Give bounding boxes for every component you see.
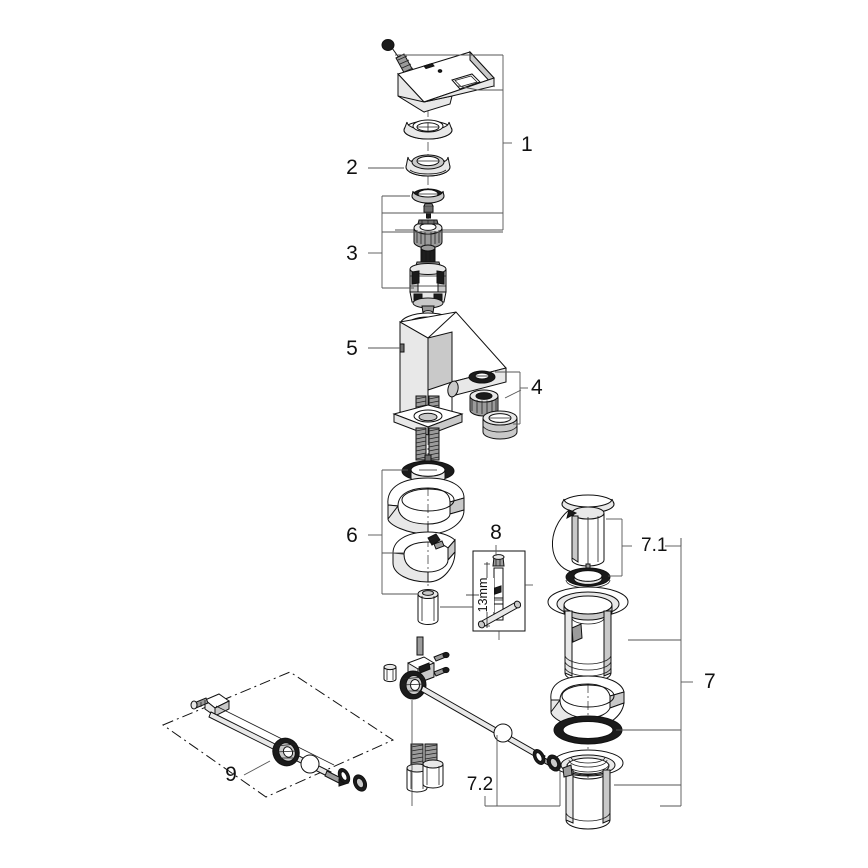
dimension-label-13mm: 13mm xyxy=(476,578,490,613)
part-waste-flange-body xyxy=(547,586,629,683)
callout-bracket-7-2 xyxy=(411,700,561,807)
rotation-arrow-stopper xyxy=(552,509,578,573)
part-group-liftrod-kit: 9 xyxy=(161,671,395,798)
part-fixing-bracket-lower xyxy=(392,531,456,583)
part-rod-seal-washers xyxy=(532,749,562,772)
part-rod-nut-small xyxy=(383,663,397,683)
dimension-13mm xyxy=(466,562,494,628)
callout-bracket-6 xyxy=(368,469,418,595)
part-group-lever-handle: 1 xyxy=(381,39,533,231)
part-group-cartridge: 3 xyxy=(346,188,503,316)
part-group-aerator: 4 xyxy=(468,370,543,440)
part-lever-handle xyxy=(397,50,495,113)
callout-label-6: 6 xyxy=(346,524,358,547)
part-waste-gasket-oring xyxy=(553,715,623,745)
part-aerator-housing xyxy=(482,410,518,440)
callout-label-3: 3 xyxy=(346,242,358,265)
part-lift-rod-top xyxy=(416,636,424,656)
part-group-rod-linkage: 7.2 xyxy=(383,636,562,807)
callout-label-9: 9 xyxy=(225,763,237,786)
callout-label-7-2: 7.2 xyxy=(467,774,493,795)
part-aerator-insert xyxy=(469,389,499,417)
part-ceramic-cartridge xyxy=(409,244,447,316)
callout-label-7: 7 xyxy=(704,670,716,693)
part-liftrod-guide-line xyxy=(215,705,335,766)
callout-label-5: 5 xyxy=(346,337,358,360)
part-stopper-skirt xyxy=(571,506,605,567)
part-liftrod-ball-pivot xyxy=(300,754,320,774)
detail-box-wrench xyxy=(472,550,526,632)
part-group-flex-hoses xyxy=(392,395,464,478)
part-cartridge-cover-ring xyxy=(411,188,445,204)
part-body-side-pin xyxy=(399,343,405,353)
part-cartridge-screw xyxy=(423,203,434,219)
part-group-fixing-set: 6 xyxy=(346,460,465,625)
part-liftrod-washers xyxy=(337,767,368,792)
callout-bracket-4 xyxy=(495,371,528,425)
part-fixing-bracket-upper xyxy=(387,477,465,535)
callout-bracket-3 xyxy=(368,195,503,289)
part-handle-collar-ring xyxy=(403,119,453,140)
callout-bracket-1 xyxy=(395,54,512,231)
callout-label-4: 4 xyxy=(531,376,543,399)
part-liftrod-pivot-nut xyxy=(272,737,300,767)
part-cartridge-nut xyxy=(413,219,443,249)
callout-label-8: 8 xyxy=(490,521,502,544)
callout-leader-9 xyxy=(243,760,271,776)
part-stopper-seal-ring xyxy=(565,567,611,589)
callout-bracket-7-1 xyxy=(606,518,681,577)
callout-label-2: 2 xyxy=(346,156,358,179)
part-body-inner-face xyxy=(427,331,453,391)
part-flex-hose-lower xyxy=(415,427,440,461)
part-aerator-seal xyxy=(468,370,496,384)
part-wrench-handle-bar xyxy=(477,600,522,629)
callout-bracket-7 xyxy=(614,538,693,807)
part-group-waste-body: 7 xyxy=(547,538,716,830)
part-group-waste-stopper: 7.1 xyxy=(552,494,681,589)
part-spout-outlet xyxy=(447,380,459,398)
part-pivot-nut xyxy=(399,670,427,700)
part-liftrod-end-fitting xyxy=(190,693,230,717)
detail-box-liftrod-kit xyxy=(161,671,395,798)
callout-label-1: 1 xyxy=(521,133,533,156)
part-group-cap-ring: 2 xyxy=(346,154,451,179)
callout-label-7-1: 7.1 xyxy=(641,535,667,556)
part-waste-lower-body xyxy=(552,749,624,830)
part-cap-ring xyxy=(405,154,451,177)
part-group-service-wrench: 13mm 8 xyxy=(440,521,533,640)
part-fixing-nut xyxy=(417,589,439,625)
